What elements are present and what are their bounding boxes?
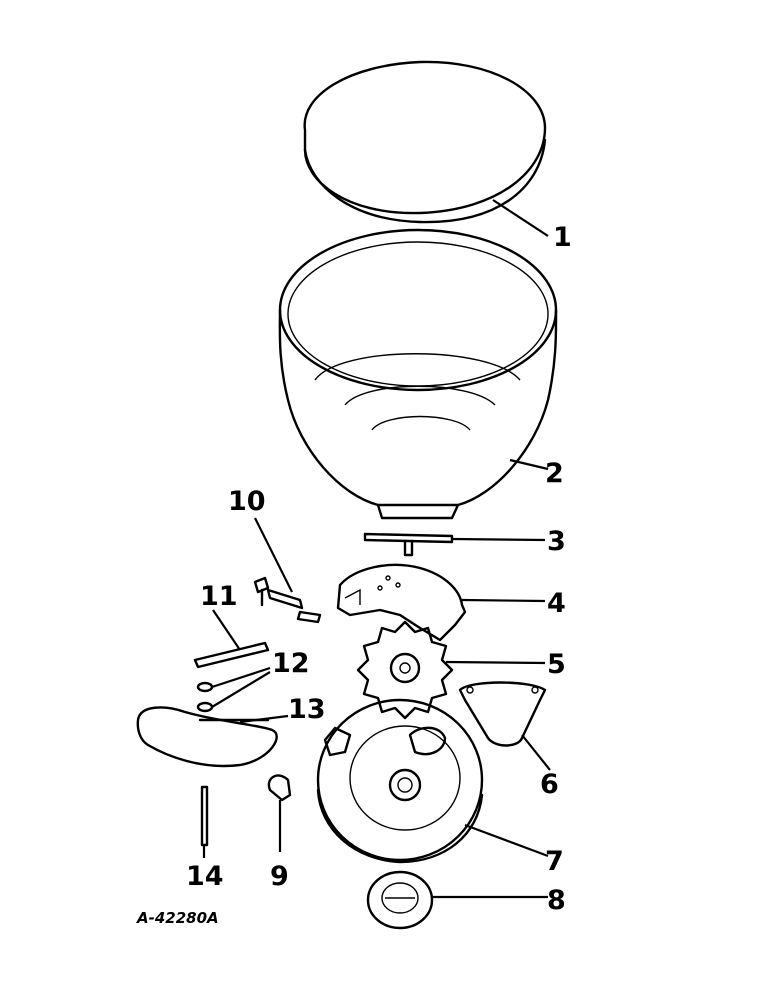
leader-12a <box>211 666 271 689</box>
leader-2 <box>509 458 549 471</box>
callout-1: 1 <box>553 222 572 253</box>
callout-11: 11 <box>200 581 238 612</box>
callout-3: 3 <box>547 526 566 557</box>
part-11-link <box>193 641 270 669</box>
leader-10 <box>254 517 293 593</box>
callout-2: 2 <box>545 458 564 489</box>
callout-4: 4 <box>547 588 566 619</box>
leader-7 <box>464 823 549 858</box>
part-5-seed-plate <box>356 620 454 720</box>
callout-7: 7 <box>545 846 564 877</box>
callout-9: 9 <box>270 861 289 892</box>
leader-6 <box>521 734 551 771</box>
part-12-washers <box>196 681 214 713</box>
part-9-clip <box>267 774 292 802</box>
part-2-hopper <box>278 228 558 520</box>
callout-5: 5 <box>547 649 566 680</box>
leader-4 <box>461 598 546 603</box>
leader-12b <box>211 671 271 708</box>
callout-13: 13 <box>288 694 326 725</box>
part-3-shaft <box>363 532 454 557</box>
part-13-wiper <box>136 706 278 768</box>
part-14-pin <box>200 785 209 847</box>
leader-3 <box>451 537 546 542</box>
part-4-cover <box>336 563 467 642</box>
callout-6: 6 <box>540 769 559 800</box>
part-10-latch <box>253 576 322 624</box>
part-6-spout <box>458 681 547 747</box>
leader-5 <box>445 660 546 665</box>
callout-10: 10 <box>228 486 266 517</box>
leader-11 <box>212 609 241 651</box>
part-7-base <box>316 698 484 864</box>
leader-1 <box>492 199 549 237</box>
part-8-ring <box>366 870 434 930</box>
reference-code: A-42280A <box>136 909 219 927</box>
callout-8: 8 <box>547 885 566 916</box>
leader-13 <box>239 714 289 724</box>
part-1-lid <box>303 60 547 224</box>
callout-12: 12 <box>272 648 310 679</box>
callout-14: 14 <box>186 861 224 892</box>
